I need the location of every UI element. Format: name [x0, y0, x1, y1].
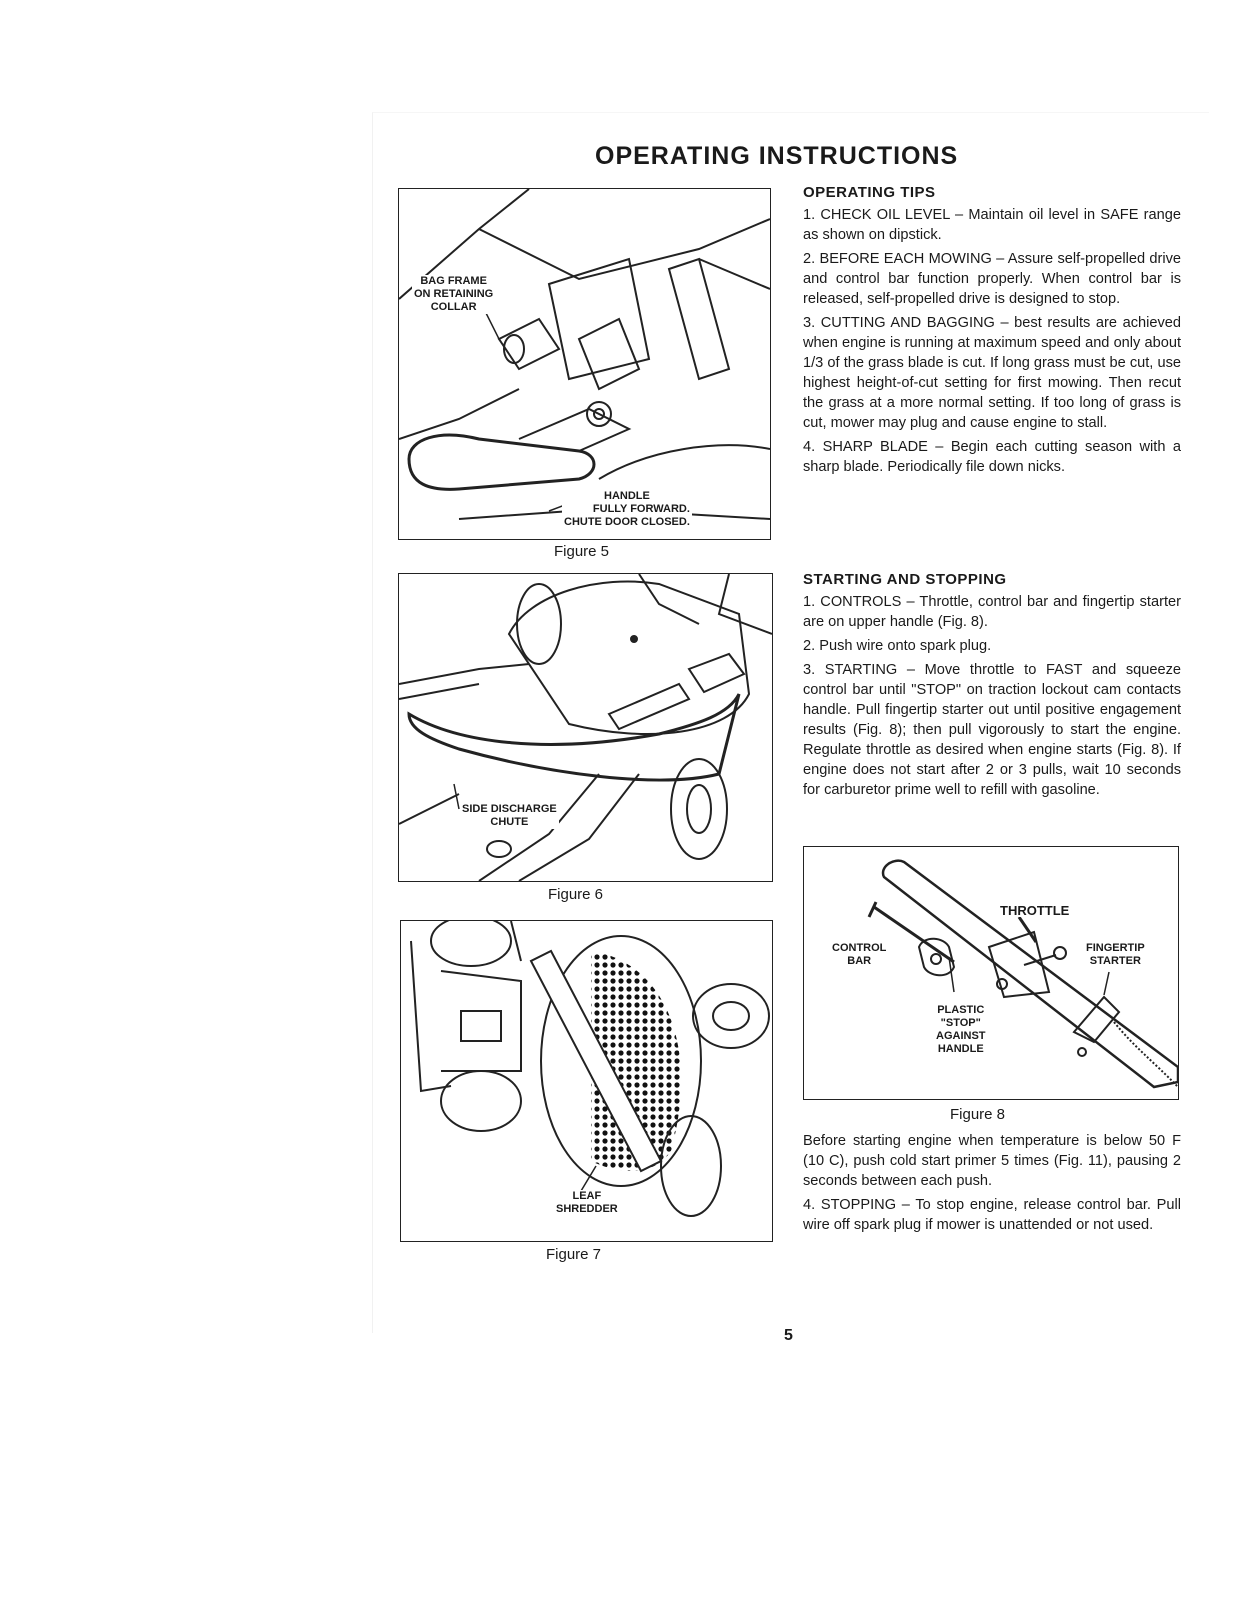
after-figure-8-section: Before starting engine when temperature … — [803, 1131, 1181, 1239]
step-stopping: 4. STOPPING – To stop engine, release co… — [803, 1197, 1181, 1233]
step-controls: 1. CONTROLS – Throttle, control bar and … — [803, 594, 1181, 630]
figure-5-caption: Figure 5 — [554, 543, 610, 560]
callout-throttle: THROTTLE — [998, 903, 1072, 918]
tip-check-oil: 1. CHECK OIL LEVEL – Maintain oil level … — [803, 207, 1181, 243]
starting-stopping-section: STARTING AND STOPPING 1. CONTROLS – Thro… — [803, 570, 1181, 804]
tip-before-mowing: 2. BEFORE EACH MOWING – Assure self-prop… — [803, 251, 1181, 307]
step-starting: 3. STARTING – Move throttle to FAST and … — [803, 662, 1181, 798]
callout-bag-frame: BAG FRAME ON RETAINING COLLAR — [412, 275, 496, 314]
callout-side-discharge-chute: SIDE DISCHARGE CHUTE — [460, 803, 559, 829]
tip-sharp-blade: 4. SHARP BLADE – Begin each cutting seas… — [803, 439, 1181, 475]
figure-8-illustration — [803, 846, 1179, 1100]
cold-start-note: Before starting engine when temperature … — [803, 1133, 1181, 1189]
figure-7-caption: Figure 7 — [546, 1246, 602, 1263]
tip-cutting-bagging: 3. CUTTING AND BAGGING – best results ar… — [803, 315, 1181, 431]
bag-frame-drawing — [399, 189, 770, 520]
callout-plastic-stop: PLASTIC "STOP" AGAINST HANDLE — [934, 1004, 988, 1056]
callout-control-bar: CONTROL BAR — [830, 942, 889, 968]
page-border — [372, 112, 1209, 1333]
callout-fingertip-starter: FINGERTIP STARTER — [1084, 942, 1147, 968]
side-discharge-chute-drawing — [399, 574, 772, 881]
figure-6-caption: Figure 6 — [548, 886, 604, 903]
operating-tips-heading: OPERATING TIPS — [803, 184, 936, 201]
page-title: OPERATING INSTRUCTIONS — [595, 142, 959, 170]
operating-tips-section: OPERATING TIPS 1. CHECK OIL LEVEL – Main… — [803, 183, 1181, 481]
starting-stopping-heading: STARTING AND STOPPING — [803, 571, 1007, 588]
page-number: 5 — [784, 1327, 793, 1344]
step-spark-plug: 2. Push wire onto spark plug. — [803, 638, 992, 654]
figure-5-illustration — [398, 188, 771, 540]
figure-7-illustration — [400, 920, 773, 1242]
figure-8-caption: Figure 8 — [950, 1106, 1006, 1123]
callout-handle: HANDLE FULLY FORWARD. CHUTE DOOR CLOSED. — [562, 490, 692, 529]
leaf-shredder-drawing — [410, 921, 770, 1217]
throttle-handle-drawing — [867, 859, 1178, 1089]
figure-6-illustration — [398, 573, 773, 882]
callout-leaf-shredder: LEAF SHREDDER — [554, 1190, 620, 1216]
